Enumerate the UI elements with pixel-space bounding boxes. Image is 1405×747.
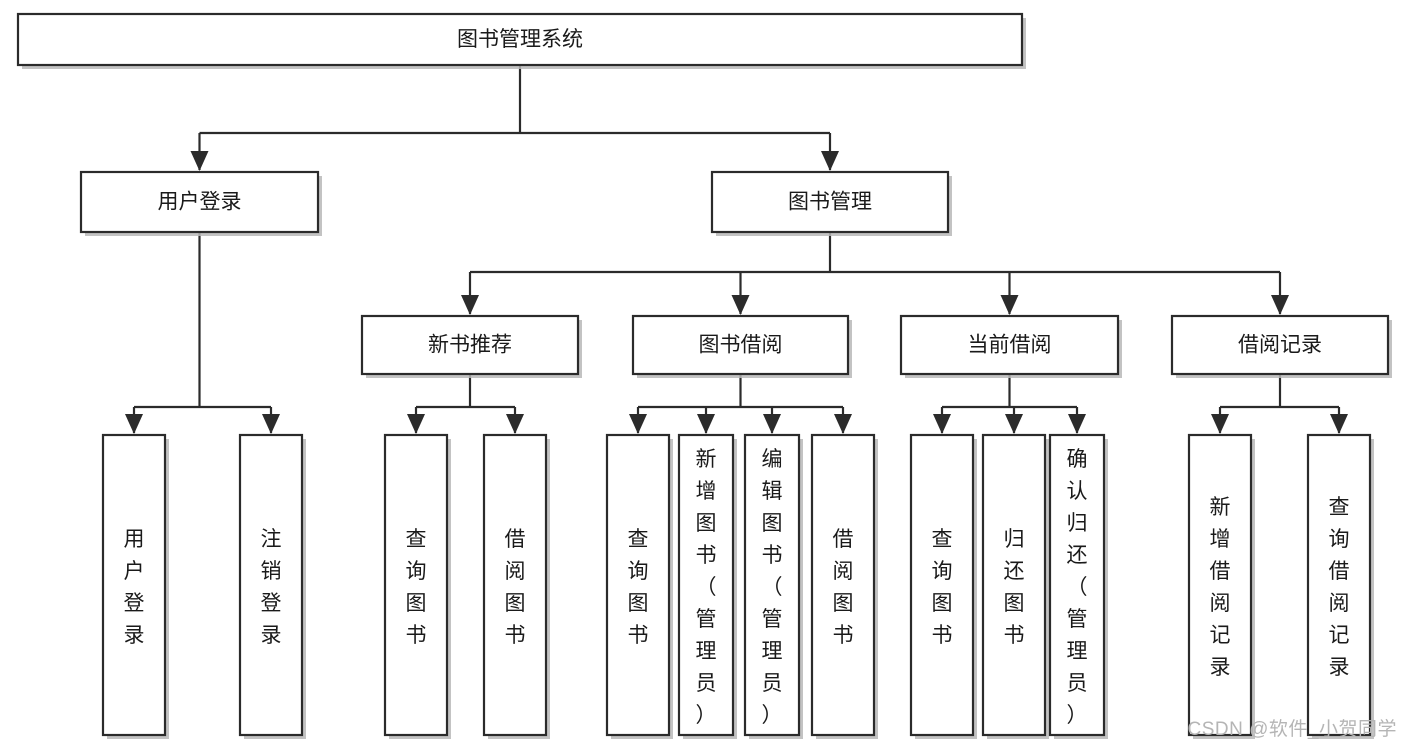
arrow-head-icon [1271, 295, 1289, 315]
node-box[interactable] [16, 12, 1024, 67]
node-box[interactable] [79, 170, 320, 234]
node-leaf-confirm-return[interactable]: 确认归还（管理员） [1048, 433, 1108, 739]
arrow-head-icon [407, 414, 425, 434]
node-box[interactable] [981, 433, 1047, 737]
node-box[interactable] [360, 314, 580, 376]
arrow-head-icon [629, 414, 647, 434]
arrow-head-icon [506, 414, 524, 434]
arrow-head-icon [821, 151, 839, 171]
node-label: 图书管理 [788, 191, 872, 214]
connector-layer [125, 65, 1348, 434]
node-leaf-query-book-2[interactable]: 查询图书 [605, 433, 673, 739]
watermark-text: CSDN @软件_小贺同学 [1187, 719, 1397, 740]
arrow-head-icon [697, 414, 715, 434]
node-label: 借阅图书 [833, 528, 854, 647]
node-leaf-borrow-book-1[interactable]: 借阅图书 [482, 433, 550, 739]
node-box[interactable] [1048, 433, 1106, 737]
node-leaf-user-login[interactable]: 用户登录 [101, 433, 169, 739]
node-box[interactable] [1306, 433, 1372, 737]
node-label: 用户登录 [158, 191, 242, 214]
node-borrow-record[interactable]: 借阅记录 [1170, 314, 1392, 378]
node-label: 确认归还（管理员） [1067, 448, 1088, 727]
node-box[interactable] [631, 314, 850, 376]
node-label: 图书管理系统 [457, 28, 583, 51]
node-label: 查询图书 [628, 528, 649, 647]
node-box[interactable] [677, 433, 735, 737]
node-box[interactable] [605, 433, 671, 737]
node-box[interactable] [909, 433, 975, 737]
node-leaf-borrow-book-2[interactable]: 借阅图书 [810, 433, 878, 739]
node-label: 用户登录 [124, 528, 145, 647]
node-label: 新增借阅记录 [1210, 496, 1231, 679]
node-label: 查询借阅记录 [1329, 496, 1350, 679]
arrow-head-icon [461, 295, 479, 315]
node-label: 归还图书 [1004, 528, 1025, 647]
node-current-borrow[interactable]: 当前借阅 [899, 314, 1122, 378]
node-layer: 图书管理系统用户登录图书管理新书推荐图书借阅当前借阅借阅记录用户登录注销登录查询… [16, 12, 1392, 739]
arrow-head-icon [262, 414, 280, 434]
node-box[interactable] [710, 170, 950, 234]
node-book-borrow[interactable]: 图书借阅 [631, 314, 852, 378]
node-label: 查询图书 [406, 528, 427, 647]
node-label: 借阅图书 [505, 528, 526, 647]
node-box[interactable] [238, 433, 304, 737]
node-leaf-query-borrow-record[interactable]: 查询借阅记录 [1306, 433, 1374, 739]
node-leaf-add-borrow-record[interactable]: 新增借阅记录 [1187, 433, 1255, 739]
node-label: 借阅记录 [1238, 334, 1322, 357]
node-root[interactable]: 图书管理系统 [16, 12, 1026, 69]
node-box[interactable] [1170, 314, 1390, 376]
node-label: 查询图书 [932, 528, 953, 647]
arrow-head-icon [1005, 414, 1023, 434]
node-box[interactable] [1187, 433, 1253, 737]
node-box[interactable] [383, 433, 449, 737]
arrow-head-icon [1211, 414, 1229, 434]
arrow-head-icon [1000, 295, 1019, 315]
arrow-head-icon [763, 414, 781, 434]
node-new-book-recommend[interactable]: 新书推荐 [360, 314, 582, 378]
arrow-head-icon [1330, 414, 1348, 434]
node-box[interactable] [899, 314, 1120, 376]
node-box[interactable] [482, 433, 548, 737]
node-label: 当前借阅 [968, 334, 1052, 357]
arrow-head-icon [1068, 414, 1086, 434]
node-label: 图书借阅 [699, 334, 783, 357]
node-label: 新书推荐 [428, 334, 512, 357]
node-box[interactable] [810, 433, 876, 737]
arrow-head-icon [190, 151, 209, 171]
node-label: 新增图书（管理员） [696, 448, 717, 727]
node-box[interactable] [101, 433, 167, 737]
arrow-head-icon [933, 414, 951, 434]
arrow-head-icon [731, 295, 750, 315]
node-leaf-query-book-1[interactable]: 查询图书 [383, 433, 451, 739]
node-book-manage[interactable]: 图书管理 [710, 170, 952, 236]
arrow-head-icon [125, 414, 143, 434]
node-leaf-logout-login[interactable]: 注销登录 [238, 433, 306, 739]
node-leaf-return-book[interactable]: 归还图书 [981, 433, 1049, 739]
node-user-login[interactable]: 用户登录 [79, 170, 322, 236]
node-label: 注销登录 [261, 528, 282, 647]
node-label: 编辑图书（管理员） [762, 448, 783, 727]
node-leaf-add-book[interactable]: 新增图书（管理员） [677, 433, 737, 739]
node-box[interactable] [743, 433, 801, 737]
node-leaf-query-book-3[interactable]: 查询图书 [909, 433, 977, 739]
node-leaf-edit-book[interactable]: 编辑图书（管理员） [743, 433, 803, 739]
arrow-head-icon [834, 414, 852, 434]
